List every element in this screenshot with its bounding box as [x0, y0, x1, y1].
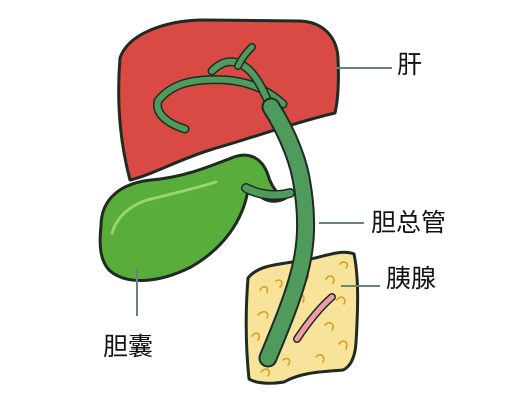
gallbladder-label: 胆囊: [103, 332, 154, 361]
gallbladder-highlight: [110, 180, 218, 235]
liver-label: 肝: [397, 50, 423, 79]
pancreas-label: 胰腺: [386, 264, 437, 293]
small-branch-duct-fill: [235, 44, 255, 69]
common-bile-duct-fill: [260, 99, 314, 366]
cystic-duct-fill: [242, 184, 294, 199]
liver-shape: [117, 18, 340, 182]
gallbladder-shape: [98, 153, 288, 282]
common-bile-duct-label: 胆总管: [371, 208, 447, 237]
pancreas-texture: [251, 261, 349, 377]
pancreatic-duct-fill: [294, 294, 335, 342]
left-hepatic-duct-fill: [209, 58, 274, 111]
